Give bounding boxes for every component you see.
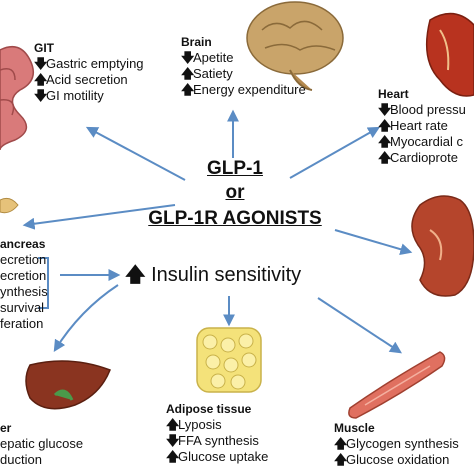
list-item: ynthesis [0, 284, 48, 299]
pancreas-bracket [38, 257, 49, 309]
list-item: 🡅Acid secretion [34, 72, 128, 87]
liver-title: er [0, 421, 12, 435]
up-arrow-icon: 🡅 [378, 134, 392, 149]
list-item: ecretion [0, 268, 47, 283]
up-arrow-icon: 🡅 [34, 72, 48, 87]
kidney-icon [411, 195, 474, 297]
arrow-to-kidney [334, 229, 413, 256]
arrow-to-muscle [317, 297, 403, 354]
arrow-to-heart [289, 126, 381, 179]
up-arrow-icon: 🡅 [166, 449, 180, 464]
up-arrow-icon: 🡅 [125, 264, 146, 286]
up-arrow-icon: 🡅 [334, 436, 348, 451]
down-arrow-icon: 🡇 [34, 88, 48, 103]
list-item: 🡅Glycogen synthesis [334, 436, 459, 451]
intestine-icon [0, 45, 35, 151]
up-arrow-icon: 🡅 [378, 150, 392, 165]
list-item: 🡇Blood pressu [378, 102, 466, 117]
list-item: ecretion [0, 252, 47, 267]
list-item: feration [0, 316, 44, 331]
list-item: 🡅Heart rate [378, 118, 448, 133]
up-arrow-icon: 🡅 [166, 417, 180, 432]
list-item: 🡇FFA synthesis [166, 433, 259, 448]
insulin-sensitivity: 🡅 Insulin sensitivity [125, 263, 301, 287]
up-arrow-icon: 🡅 [181, 82, 195, 97]
down-arrow-icon: 🡇 [166, 433, 180, 448]
center-line1: GLP-1 [207, 158, 263, 179]
list-item: duction [0, 452, 42, 467]
brain-title: Brain [181, 35, 212, 49]
git-box: GIT 🡇Gastric emptying 🡅Acid secretion 🡇G… [34, 40, 144, 104]
list-item: 🡅Energy expenditure [181, 82, 306, 97]
muscle-icon [348, 351, 446, 419]
brain-icon [246, 1, 344, 91]
arrow-to-pancreas [22, 204, 176, 230]
center-line2: or [225, 182, 245, 203]
list-item: 🡅Glucose uptake [166, 449, 269, 464]
adipose-icon [196, 327, 262, 393]
list-item: 🡅Cardioprote [378, 150, 458, 165]
down-arrow-icon: 🡇 [378, 102, 392, 117]
adipose-box: Adipose tissue 🡅Lyposis 🡇FFA synthesis 🡅… [166, 401, 268, 465]
up-arrow-icon: 🡅 [181, 66, 195, 81]
insulin-label: Insulin sensitivity [151, 264, 302, 286]
muscle-box: Muscle 🡅Glycogen synthesis 🡅Glucose oxid… [334, 420, 459, 468]
heart-icon [425, 12, 474, 97]
adipose-title: Adipose tissue [166, 402, 252, 416]
pancreas-icon [0, 197, 19, 214]
list-item: epatic glucose [0, 436, 84, 451]
center-title: GLP-1 or GLP-1R AGONISTS [140, 158, 330, 230]
pancreas-box: ancreas ecretion ecretion ynthesis survi… [0, 236, 48, 332]
list-item: 🡅Satiety [181, 66, 233, 81]
muscle-title: Muscle [334, 421, 375, 435]
git-title: GIT [34, 41, 54, 55]
down-arrow-icon: 🡇 [181, 50, 195, 65]
list-item: 🡇GI motility [34, 88, 104, 103]
up-arrow-icon: 🡅 [334, 452, 348, 467]
brain-box: Brain 🡇Apetite 🡅Satiety 🡅Energy expendit… [181, 34, 306, 98]
list-item: 🡅Myocardial c [378, 134, 463, 149]
liver-box: er epatic glucose duction [0, 420, 83, 468]
list-item: survival [0, 300, 45, 315]
up-arrow-icon: 🡅 [378, 118, 392, 133]
down-arrow-icon: 🡇 [34, 56, 48, 71]
arrow-to-liver [53, 284, 119, 353]
heart-title: Heart [378, 87, 409, 101]
arrow-to-git [85, 126, 186, 181]
pancreas-title: ancreas [0, 237, 46, 251]
liver-icon [25, 360, 111, 410]
list-item: 🡅Glucose oxidation [334, 452, 450, 467]
list-item: 🡇Gastric emptying [34, 56, 144, 71]
list-item: 🡇Apetite [181, 50, 234, 65]
list-item: 🡅Lyposis [166, 417, 222, 432]
center-line3: GLP-1R AGONISTS [148, 208, 322, 229]
connector-arrows [22, 109, 413, 354]
heart-box: Heart 🡇Blood pressu 🡅Heart rate 🡅Myocard… [378, 86, 466, 166]
